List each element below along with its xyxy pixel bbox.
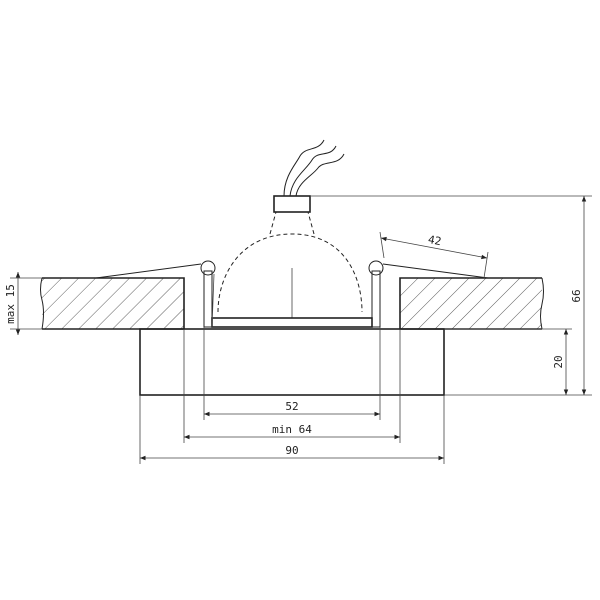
dimension-outer: 90: [139, 395, 445, 464]
dimension-label-trim: 20: [552, 355, 565, 368]
dimension-label-outer: 90: [285, 444, 298, 457]
dimension-label-clip: 42: [427, 233, 442, 248]
power-cable: [283, 139, 345, 197]
connector-block: [273, 195, 311, 213]
lamp-dome: [217, 211, 363, 318]
dimension-total-height: 66: [310, 195, 592, 396]
dimension-label-cutout: min 64: [272, 423, 312, 436]
ceiling-left-slab: [40, 277, 185, 330]
ceiling-right-slab: [399, 277, 544, 330]
trim-ring: [139, 328, 445, 396]
dimension-cutout: min 64: [183, 329, 401, 443]
dimension-lamp-width: 52: [203, 327, 381, 420]
dimension-ceiling-thickness: max 15: [4, 272, 42, 335]
dimension-label-total: 66: [570, 289, 583, 302]
dimension-trim-height: 20: [444, 328, 572, 395]
spring-clip-right: [368, 260, 489, 328]
lamp-base-plate: [211, 317, 373, 328]
dimension-label-lamp: 52: [285, 400, 298, 413]
dimension-label-ceiling: max 15: [4, 284, 17, 324]
dimension-clip-span: 42: [379, 231, 489, 279]
spring-clip-left: [95, 260, 216, 328]
